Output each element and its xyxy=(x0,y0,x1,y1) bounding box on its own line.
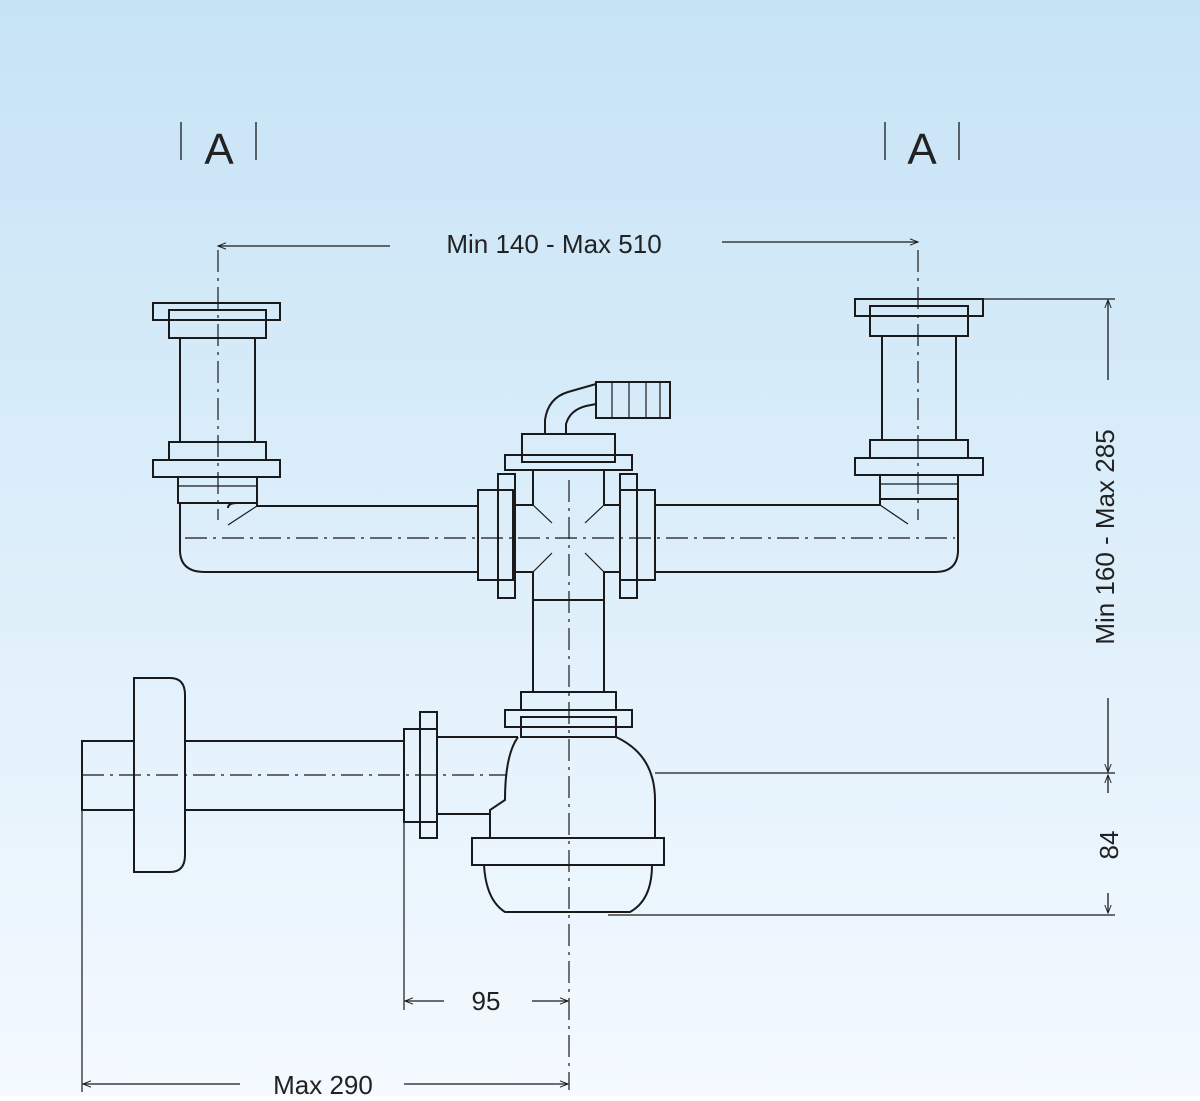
right-sink-outlet xyxy=(854,250,984,520)
section-mark-right: A xyxy=(884,122,960,174)
dimension-trap-offset-label: 95 xyxy=(472,986,501,1016)
dimension-spacing-label: Min 140 - Max 510 xyxy=(446,229,661,259)
section-label-right: A xyxy=(907,125,937,174)
section-label-left: A xyxy=(204,125,234,174)
dimension-spacing: Min 140 - Max 510 xyxy=(216,229,920,259)
horizontal-pipe-right xyxy=(656,499,959,573)
left-sink-outlet xyxy=(152,250,281,520)
dimension-trap-drop-label: 84 xyxy=(1094,831,1124,860)
dimension-trap-offset: 95 xyxy=(403,822,570,1016)
dimension-height: Min 160 - Max 285 xyxy=(983,298,1120,774)
dimension-height-label: Min 160 - Max 285 xyxy=(1090,429,1120,644)
dimension-max-length: Max 290 xyxy=(81,810,570,1100)
hose-connector xyxy=(544,381,671,434)
horizontal-pipe-left xyxy=(179,502,478,573)
dimension-max-length-label: Max 290 xyxy=(273,1070,373,1096)
bottle-trap xyxy=(471,736,665,913)
cross-fitting xyxy=(477,433,656,600)
section-mark-left: A xyxy=(180,122,257,174)
dimension-trap-drop: 84 xyxy=(608,772,1124,916)
